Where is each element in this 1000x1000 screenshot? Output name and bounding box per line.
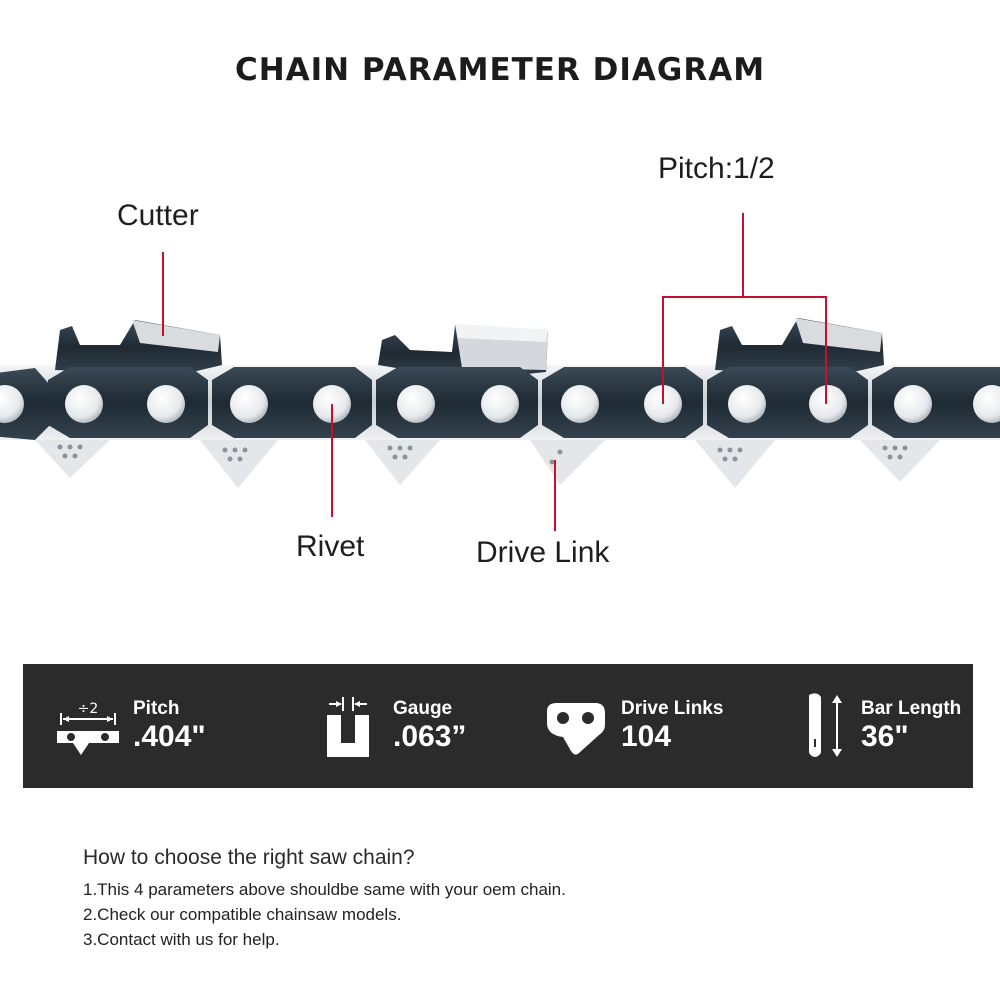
- pitch-icon: ÷2: [57, 701, 119, 755]
- drive-link-callout: Drive Link: [476, 536, 610, 569]
- page-title: CHAIN PARAMETER DIAGRAM: [234, 52, 766, 88]
- pitch-bracket-line: [662, 296, 827, 404]
- spec-gauge-label: Gauge: [393, 698, 453, 719]
- howto-section: How to choose the right saw chain? 1.Thi…: [83, 846, 566, 952]
- spec-gauge-value: .063”: [393, 720, 467, 753]
- spec-drive-links: Drive Links 104: [541, 664, 723, 788]
- spec-drive-links-value: 104: [621, 720, 672, 753]
- howto-question: How to choose the right saw chain?: [83, 846, 415, 869]
- spec-pitch-label: Pitch: [133, 698, 180, 719]
- rivet-callout: Rivet: [296, 530, 365, 563]
- rivets: [0, 385, 1000, 423]
- spec-bar: ÷2 Pitch .404" Gauge .063”: [23, 664, 973, 788]
- pitch-icon-label: ÷2: [78, 701, 99, 717]
- spec-pitch-value: .404": [133, 720, 206, 753]
- howto-list: 1.This 4 parameters above shouldbe same …: [83, 877, 566, 952]
- spec-pitch: ÷2 Pitch .404": [53, 664, 206, 788]
- leader-lines: [162, 213, 827, 531]
- spec-bar-length-label: Bar Length: [861, 698, 962, 719]
- cutter-callout: Cutter: [117, 199, 199, 232]
- pitch-callout: Pitch:1/2: [658, 152, 775, 185]
- bar-length-icon: [809, 693, 842, 757]
- spec-bar-length: Bar Length 36": [781, 664, 961, 788]
- list-item: 2.Check our compatible chainsaw models.: [83, 905, 402, 924]
- list-item: 1.This 4 parameters above shouldbe same …: [83, 880, 566, 899]
- spec-bar-length-value: 36": [861, 720, 909, 753]
- gauge-icon: [327, 697, 369, 757]
- spec-drive-links-label: Drive Links: [621, 698, 724, 719]
- chain-illustration: [0, 213, 1000, 531]
- steel-perforations: [57, 444, 908, 465]
- drive-link-icon: [547, 703, 605, 755]
- cutter-teeth: [55, 318, 884, 380]
- spec-gauge: Gauge .063”: [313, 664, 466, 788]
- list-item: 3.Contact with us for help.: [83, 930, 280, 949]
